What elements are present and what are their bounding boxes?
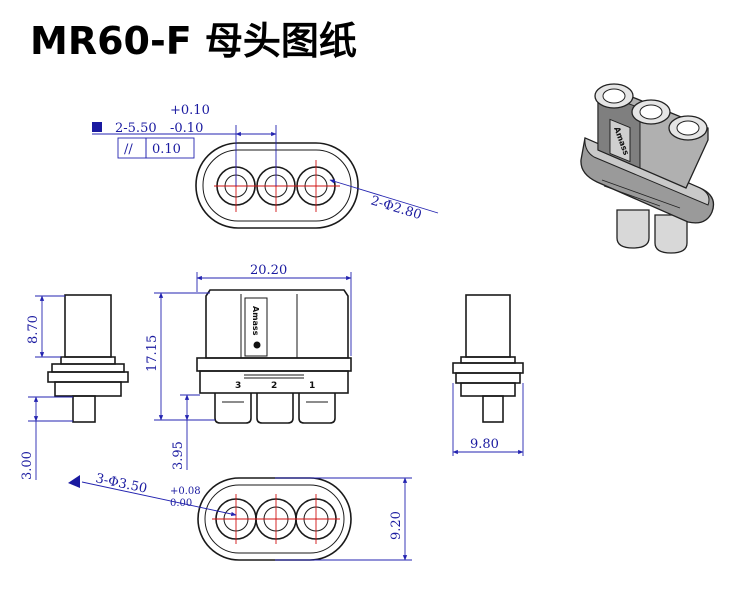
square-icon (92, 122, 102, 132)
right-side-view: 9.80 (452, 294, 524, 456)
parallel-symbol: // (124, 142, 133, 157)
bottom-height-label: 9.20 (389, 511, 404, 540)
drawing-title: MR60-F 母头图纸 (30, 19, 357, 63)
front-view: Amass 3 2 1 20.20 17.15 3.95 (145, 263, 352, 470)
front-pin-length-label: 3.95 (171, 441, 186, 470)
pin-label-2: 2 (271, 381, 277, 391)
pin-label-3: 3 (235, 381, 241, 391)
tol-upper: +0.10 (170, 103, 210, 118)
top-view: 2-Φ2.80 (92, 125, 439, 229)
iso-3d-view: Amass (580, 83, 715, 254)
brand-dot (253, 341, 261, 349)
brand-mark: Amass (251, 306, 260, 336)
bottom-hole-dia-label: 3-Φ3.50 (94, 471, 148, 497)
parallel-value: 0.10 (152, 142, 181, 157)
body-height-label: 17.15 (145, 335, 160, 372)
triangle-icon (68, 475, 80, 488)
left-side-view: 8.70 3.00 (20, 294, 129, 480)
side-barrel-height-label: 8.70 (26, 315, 41, 344)
right-width-label: 9.80 (470, 437, 499, 452)
bottom-hole-lower: 0.00 (170, 498, 192, 509)
overall-width-label: 20.20 (250, 263, 287, 278)
tolerance-block: 2-5.50 +0.10 -0.10 // 0.10 (92, 103, 210, 159)
tol-lower: -0.10 (170, 121, 203, 136)
side-pin-length-label: 3.00 (20, 451, 35, 480)
pin-label-1: 1 (309, 381, 315, 391)
bottom-hole-upper: +0.08 (170, 486, 201, 497)
bottom-view: 3-Φ3.50 +0.08 0.00 9.20 (68, 471, 412, 561)
top-hole-dia-label: 2-Φ2.80 (369, 193, 423, 223)
spacing-label: 2-5.50 (115, 121, 157, 136)
